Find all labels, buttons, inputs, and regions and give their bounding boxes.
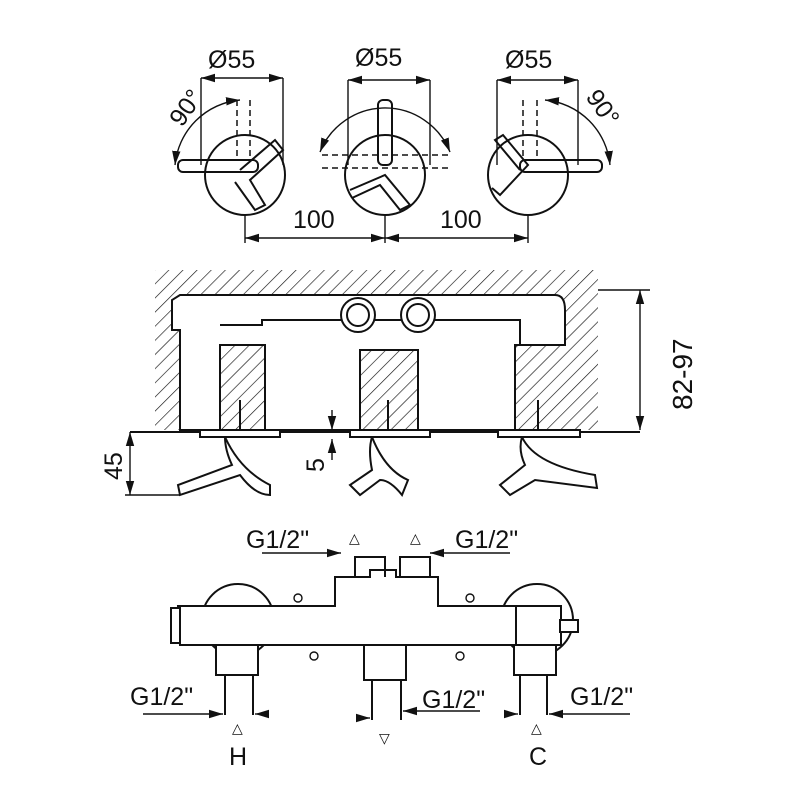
connection-label-top-right: G1/2": [455, 526, 518, 554]
rotation-label-right: 90°: [580, 84, 625, 131]
diameter-label-left: Ø55: [208, 46, 255, 74]
flow-marker-hot: △: [232, 721, 243, 737]
knob-right: [487, 97, 613, 216]
front-view: G1/2" G1/2" G1/2" G1/2" G1/2" △ △ △ ▽ △ …: [130, 526, 633, 771]
flow-marker-top-left: △: [349, 531, 360, 547]
connection-label-outlet: G1/2": [422, 686, 485, 714]
spacing-label-right: 100: [440, 206, 482, 234]
connection-label-cold: G1/2": [570, 683, 633, 711]
flow-marker-cold: △: [531, 721, 542, 737]
hot-label: H: [229, 743, 247, 771]
spacing-label-left: 100: [293, 206, 335, 234]
flow-marker-outlet: ▽: [379, 731, 390, 747]
connection-label-top-left: G1/2": [246, 526, 309, 554]
connection-label-hot: G1/2": [130, 683, 193, 711]
depth-label: 82-97: [667, 338, 698, 410]
flow-marker-top-right: △: [410, 531, 421, 547]
diameter-label-center: Ø55: [355, 44, 402, 72]
rotation-label-left: 90°: [164, 84, 209, 131]
top-view: Ø55 Ø55 Ø55 90° 90° 100 100: [164, 44, 625, 243]
diameter-label-right: Ø55: [505, 46, 552, 74]
cold-label: C: [529, 743, 547, 771]
projection-label: 45: [100, 452, 128, 480]
knob-center: [319, 99, 451, 216]
side-view: 82-97 45 5: [100, 270, 698, 497]
gap-label: 5: [302, 458, 330, 472]
